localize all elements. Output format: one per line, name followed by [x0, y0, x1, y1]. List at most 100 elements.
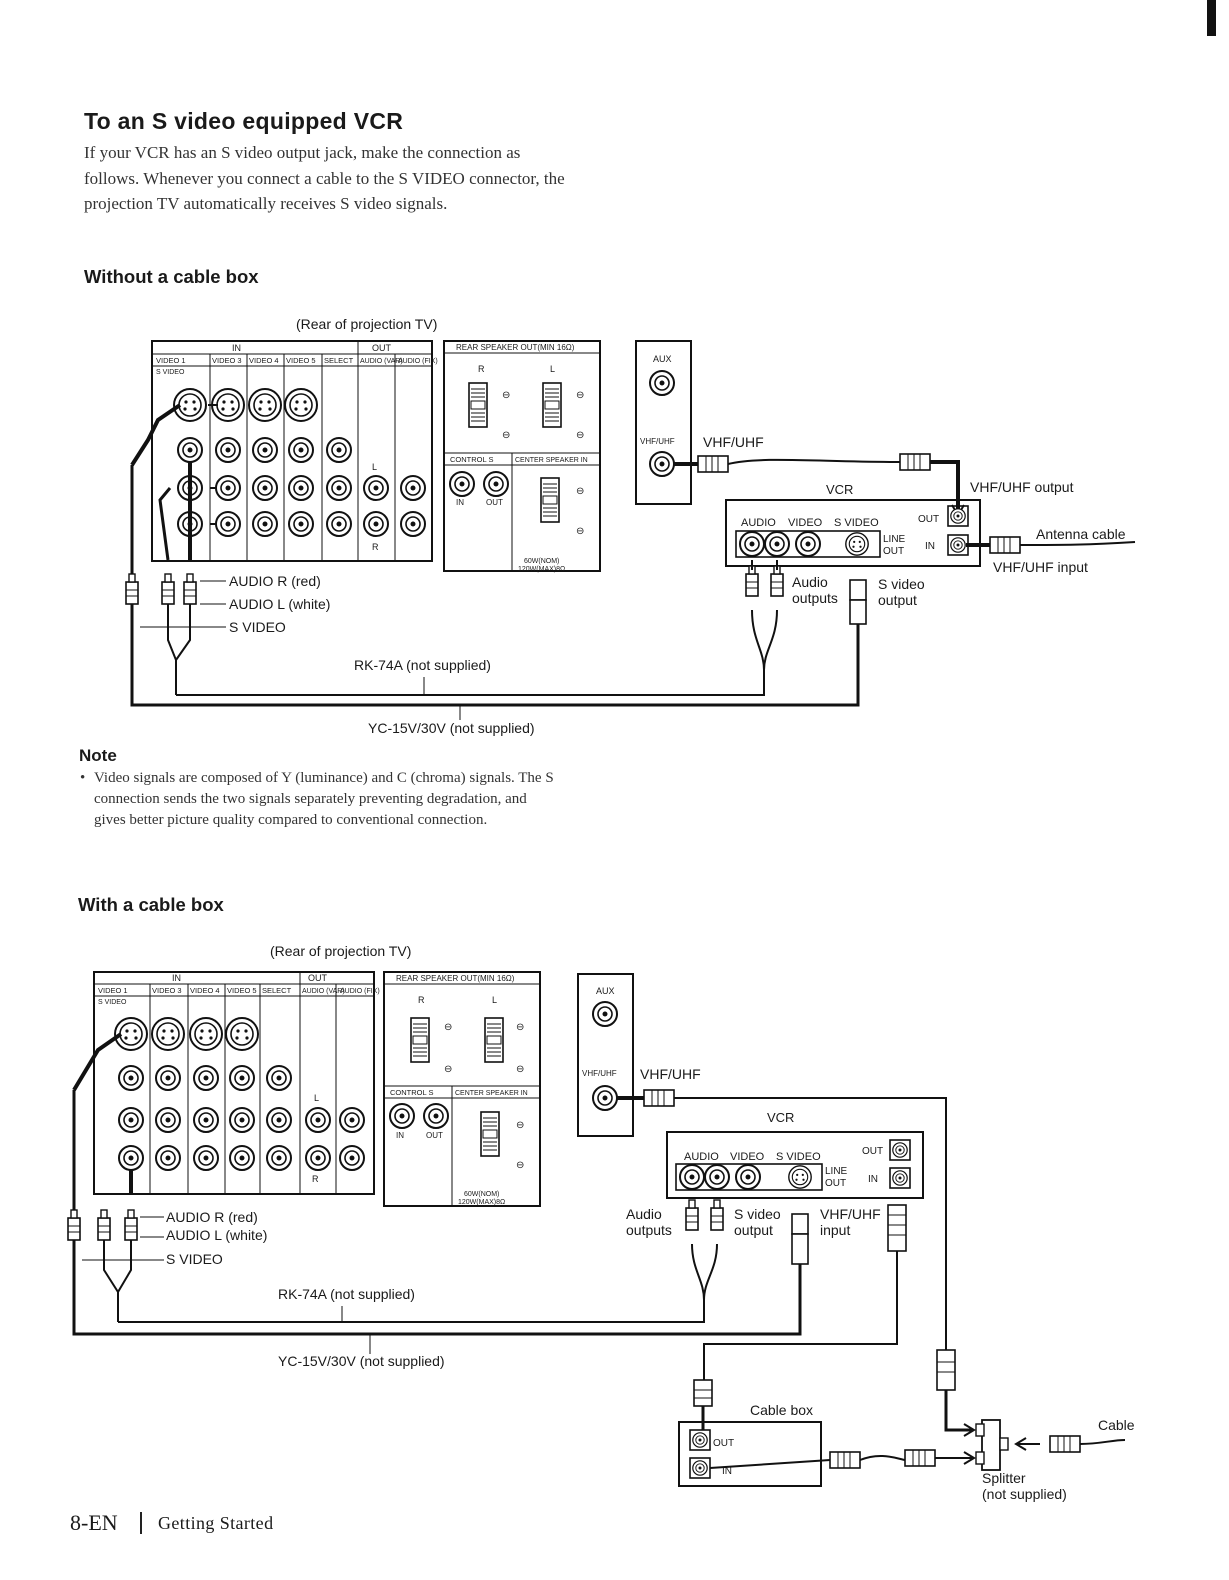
svg-text:IN: IN: [868, 1174, 878, 1185]
vcr-label-1: VCR: [826, 482, 853, 497]
panel-svideo-label: S VIDEO: [156, 369, 185, 376]
audio-outputs-line2-2: outputs: [626, 1222, 672, 1238]
control-s-label: CONTROL S: [450, 455, 493, 464]
center-speaker-label: CENTER SPEAKER IN: [515, 457, 588, 464]
vcr-line-out-label: OUT: [883, 546, 904, 557]
audio-r-label-1: AUDIO R (red): [229, 573, 321, 589]
vcr-audio-label: AUDIO: [741, 517, 776, 529]
audio-outputs-line2: outputs: [792, 590, 838, 606]
svg-text:VIDEO 4: VIDEO 4: [190, 986, 220, 995]
cable-box: OUT IN: [678, 1421, 822, 1487]
panel-out-label: OUT: [372, 343, 392, 353]
svg-text:OUT: OUT: [862, 1146, 883, 1157]
svg-text:LINE: LINE: [825, 1166, 848, 1177]
svg-text:CENTER SPEAKER IN: CENTER SPEAKER IN: [455, 1090, 528, 1097]
aux-panel-1: AUX VHF/UHF: [635, 340, 692, 505]
control-in-label: IN: [456, 498, 464, 507]
vcr-svideo-label: S VIDEO: [834, 517, 879, 529]
vhfuhf-label-2: VHF/UHF: [640, 1066, 701, 1082]
svg-text:⊖: ⊖: [516, 1064, 524, 1075]
cable-label: Cable: [1098, 1417, 1135, 1433]
cable-box-label: Cable box: [750, 1402, 813, 1418]
panel-video5-label: VIDEO 5: [286, 356, 316, 365]
panel-select-label: SELECT: [324, 356, 354, 365]
svg-text:IN: IN: [396, 1131, 404, 1140]
svg-text:⊖: ⊖: [576, 430, 584, 441]
svg-text:L: L: [314, 1093, 319, 1103]
note-text: Video signals are composed of Y (luminan…: [94, 770, 554, 828]
svideo-output-line2: output: [878, 592, 917, 608]
svg-text:OUT: OUT: [308, 973, 328, 983]
section-heading-without-cable-box: Without a cable box: [84, 266, 259, 287]
spk-r-label: R: [478, 364, 485, 374]
svg-text:VIDEO 3: VIDEO 3: [152, 986, 182, 995]
audio-l-label-2: AUDIO L (white): [166, 1227, 267, 1243]
vcr-in-label: IN: [925, 541, 935, 552]
svg-text:AUX: AUX: [596, 986, 615, 996]
note-bullet: •: [80, 770, 86, 786]
spk-l-label: L: [550, 364, 555, 374]
svg-text:⊖: ⊖: [576, 390, 584, 401]
page-number: 8-EN: [70, 1510, 118, 1535]
panel-video4-label: VIDEO 4: [249, 356, 279, 365]
panel-in-label: IN: [232, 343, 241, 353]
svg-text:⊖: ⊖: [444, 1064, 452, 1075]
intro-paragraph: If your VCR has an S video output jack, …: [84, 143, 565, 213]
panel-audio-var-label: AUDIO (VAR): [360, 358, 403, 365]
rk74a-label-1: RK-74A (not supplied): [354, 657, 491, 673]
svg-text:R: R: [372, 542, 379, 552]
panel-video1-label: VIDEO 1: [156, 356, 186, 365]
aux-panel-2: AUX VHF/UHF: [577, 973, 634, 1137]
audio-r-label-2: AUDIO R (red): [166, 1209, 258, 1225]
svg-text:R: R: [418, 995, 425, 1005]
note-body: • Video signals are composed of Y (lumin…: [80, 768, 560, 831]
audio-outputs-line1: Audio: [792, 574, 828, 590]
svg-text:OUT: OUT: [426, 1131, 443, 1140]
panel-audio-fix-label: AUDIO (FIX): [398, 358, 438, 365]
svideo-output-line2-2: output: [734, 1222, 773, 1238]
vhf-input-line2-2: input: [820, 1222, 850, 1238]
svg-text:VIDEO 1: VIDEO 1: [98, 986, 128, 995]
svg-text:VHF/UHF: VHF/UHF: [582, 1069, 617, 1078]
tv-jack-panel-2: IN OUT VIDEO 1 S VIDEO VIDEO 3 VIDEO 4 V…: [93, 971, 380, 1195]
svg-text:VIDEO: VIDEO: [730, 1151, 765, 1163]
vcr-rear-panel-1: AUDIO VIDEO S VIDEO LINE OUT OUT IN: [725, 499, 981, 567]
svg-text:OUT: OUT: [825, 1178, 846, 1189]
svg-text:S VIDEO: S VIDEO: [776, 1151, 821, 1163]
vhfuhf-output-label: VHF/UHF output: [970, 479, 1074, 495]
cable-box-out-label: OUT: [713, 1438, 734, 1449]
vhfuhf-jack-label: VHF/UHF: [640, 437, 675, 446]
svg-text:IN: IN: [172, 973, 181, 983]
page-title: To an S video equipped VCR: [84, 108, 404, 134]
vhfuhf-label-1: VHF/UHF: [703, 434, 764, 450]
yc15v-label-2: YC-15V/30V (not supplied): [278, 1353, 445, 1369]
panel-video3-label: VIDEO 3: [212, 356, 242, 365]
vcr-line-label: LINE: [883, 534, 906, 545]
splitter: [975, 1419, 1009, 1471]
audio-l-label-1: AUDIO L (white): [229, 596, 330, 612]
svg-text:⊖: ⊖: [502, 390, 510, 401]
svg-text:VIDEO 5: VIDEO 5: [227, 986, 257, 995]
svg-text:120W(MAX)8Ω: 120W(MAX)8Ω: [458, 1199, 505, 1206]
svg-text:⊖: ⊖: [516, 1022, 524, 1033]
svideo-output-line1-2: S video: [734, 1206, 781, 1222]
svideo-label-1: S VIDEO: [229, 619, 286, 635]
svg-text:⊖: ⊖: [576, 486, 584, 497]
svg-text:60W(NOM): 60W(NOM): [464, 1191, 499, 1198]
svg-text:⊖: ⊖: [516, 1120, 524, 1131]
svg-text:L: L: [372, 462, 377, 472]
vcr-rear-panel-2: AUDIO VIDEO S VIDEO LINE OUT OUT IN: [666, 1131, 924, 1199]
corner-registration-mark: [1207, 0, 1216, 36]
footer-separator: [140, 1512, 142, 1534]
svg-text:⊖: ⊖: [502, 430, 510, 441]
yc15v-label-1: YC-15V/30V (not supplied): [368, 720, 535, 736]
footer-section-title: Getting Started: [158, 1513, 274, 1533]
note-heading: Note: [79, 746, 117, 765]
splitter-label-line2: (not supplied): [982, 1486, 1067, 1502]
power-nom-label: 60W(NOM): [524, 558, 559, 565]
svg-text:⊖: ⊖: [444, 1022, 452, 1033]
svg-text:SELECT: SELECT: [262, 986, 292, 995]
svg-text:AUDIO (FIX): AUDIO (FIX): [340, 988, 380, 995]
tv-jack-panel-1: IN OUT VIDEO 1 S VIDEO VIDEO 3 VIDEO 4 V…: [151, 340, 438, 562]
